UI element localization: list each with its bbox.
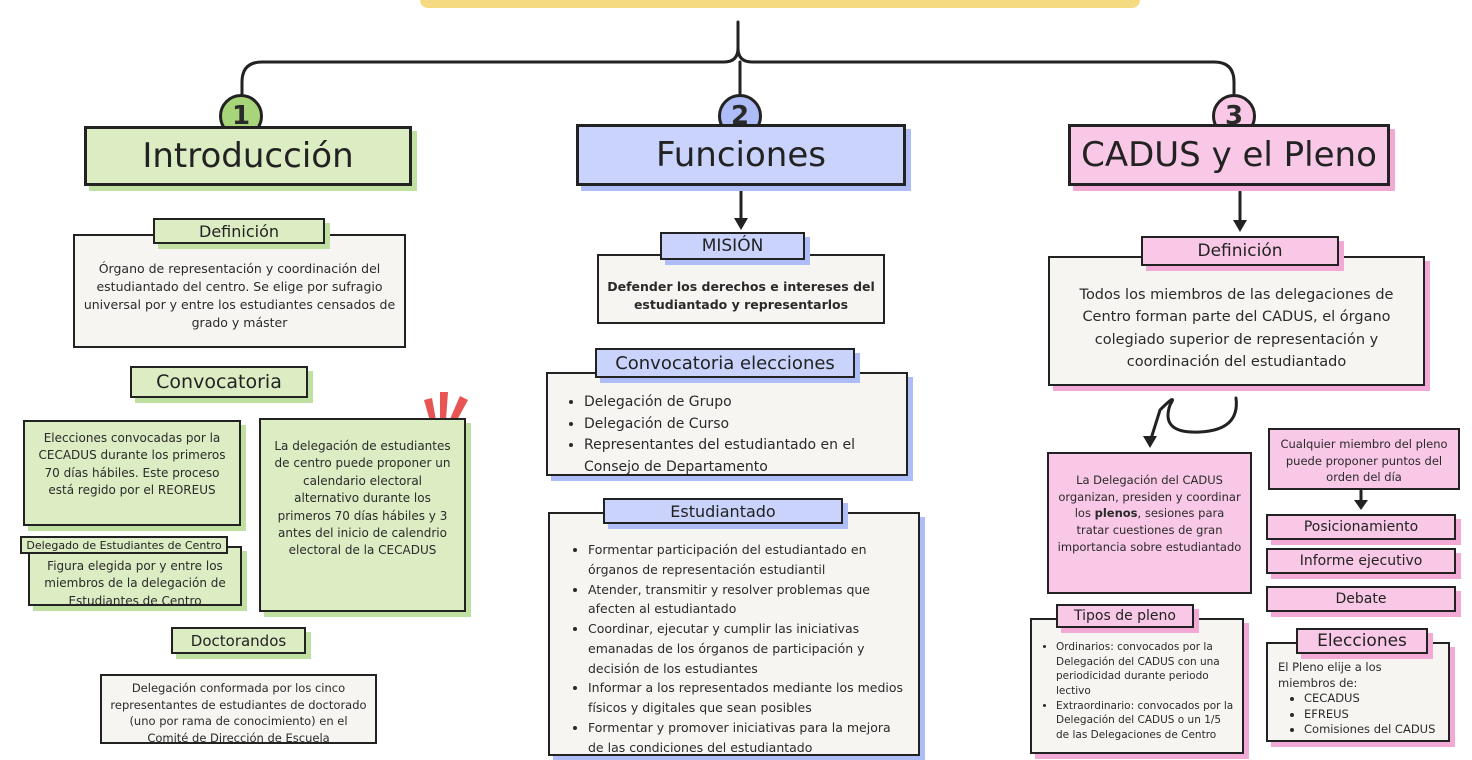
estudiantado-label: Estudiantado	[603, 498, 843, 524]
informe-ejecutivo-item: Informe ejecutivo	[1266, 548, 1456, 574]
list-item: Representantes del estudiantado en el Co…	[584, 435, 898, 478]
delegado-label: Delegado de Estudiantes de Centro	[20, 536, 228, 554]
elecciones-intro: El Pleno elije a los miembros de:	[1278, 660, 1382, 690]
delegacion-cadus-box: La Delegación del CADUS organizan, presi…	[1047, 452, 1252, 594]
list-item: Formentar participación del estudiantado…	[588, 540, 910, 580]
list-item: Coordinar, ejecutar y cumplir las inicia…	[588, 619, 910, 678]
mision-box: Defender los derechos e intereses del es…	[597, 254, 885, 324]
mision-label: MISIÓN	[660, 232, 805, 260]
posicionamiento-item: Posicionamiento	[1266, 514, 1456, 540]
convocatoria-box-left: Elecciones convocadas por la CECADUS dur…	[23, 420, 241, 526]
list-item: Atender, transmitir y resolver problemas…	[588, 580, 910, 620]
elecciones-box: El Pleno elije a los miembros de: CECADU…	[1266, 642, 1450, 742]
list-item: Extraordinario: convocados por la Delega…	[1056, 699, 1236, 743]
tipos-pleno-box: Ordinarios: convocados por la Delegación…	[1030, 618, 1244, 754]
doctorandos-box: Delegación conformada por los cinco repr…	[100, 674, 377, 745]
estudiantado-box: Formentar participación del estudiantado…	[548, 512, 920, 756]
doctorandos-label: Doctorandos	[171, 627, 306, 654]
elecciones-label: Elecciones	[1296, 628, 1428, 654]
convocatoria-label: Convocatoria	[130, 366, 308, 398]
propuesta-box: Cualquier miembro del pleno puede propon…	[1268, 428, 1460, 490]
title-highlight	[420, 0, 1140, 8]
exclamation-icon	[424, 392, 468, 422]
funciones-title: Funciones	[576, 124, 906, 186]
delegado-box: Figura elegida por y entre los miembros …	[28, 546, 242, 608]
list-item: Delegación de Curso	[584, 414, 898, 436]
list-item: Comisiones del CADUS	[1304, 722, 1442, 738]
convocatoria-elecciones-label: Convocatoria elecciones	[595, 348, 855, 378]
list-item: Ordinarios: convocados por la Delegación…	[1056, 640, 1236, 699]
list-item: Formentar y promover iniciativas para la…	[588, 718, 910, 758]
list-item: EFREUS	[1304, 707, 1442, 723]
cadus-pleno-title: CADUS y el Pleno	[1068, 124, 1390, 186]
convocatoria-box-right: La delegación de estudiantes de centro p…	[259, 418, 466, 612]
debate-item: Debate	[1266, 586, 1456, 612]
convocatoria-elecciones-box: Delegación de Grupo Delegación de Curso …	[546, 372, 908, 476]
cadus-definicion-label: Definición	[1141, 236, 1339, 266]
list-item: Informar a los representados mediante lo…	[588, 678, 910, 718]
list-item: Delegación de Grupo	[584, 392, 898, 414]
definicion-label: Definición	[153, 218, 325, 244]
list-item: CECADUS	[1304, 691, 1442, 707]
introduccion-title: Introducción	[84, 126, 412, 186]
definicion-box: Órgano de representación y coordinación …	[73, 234, 406, 348]
tipos-pleno-label: Tipos de pleno	[1056, 604, 1194, 628]
cadus-definicion-box: Todos los miembros de las delegaciones d…	[1048, 256, 1425, 386]
